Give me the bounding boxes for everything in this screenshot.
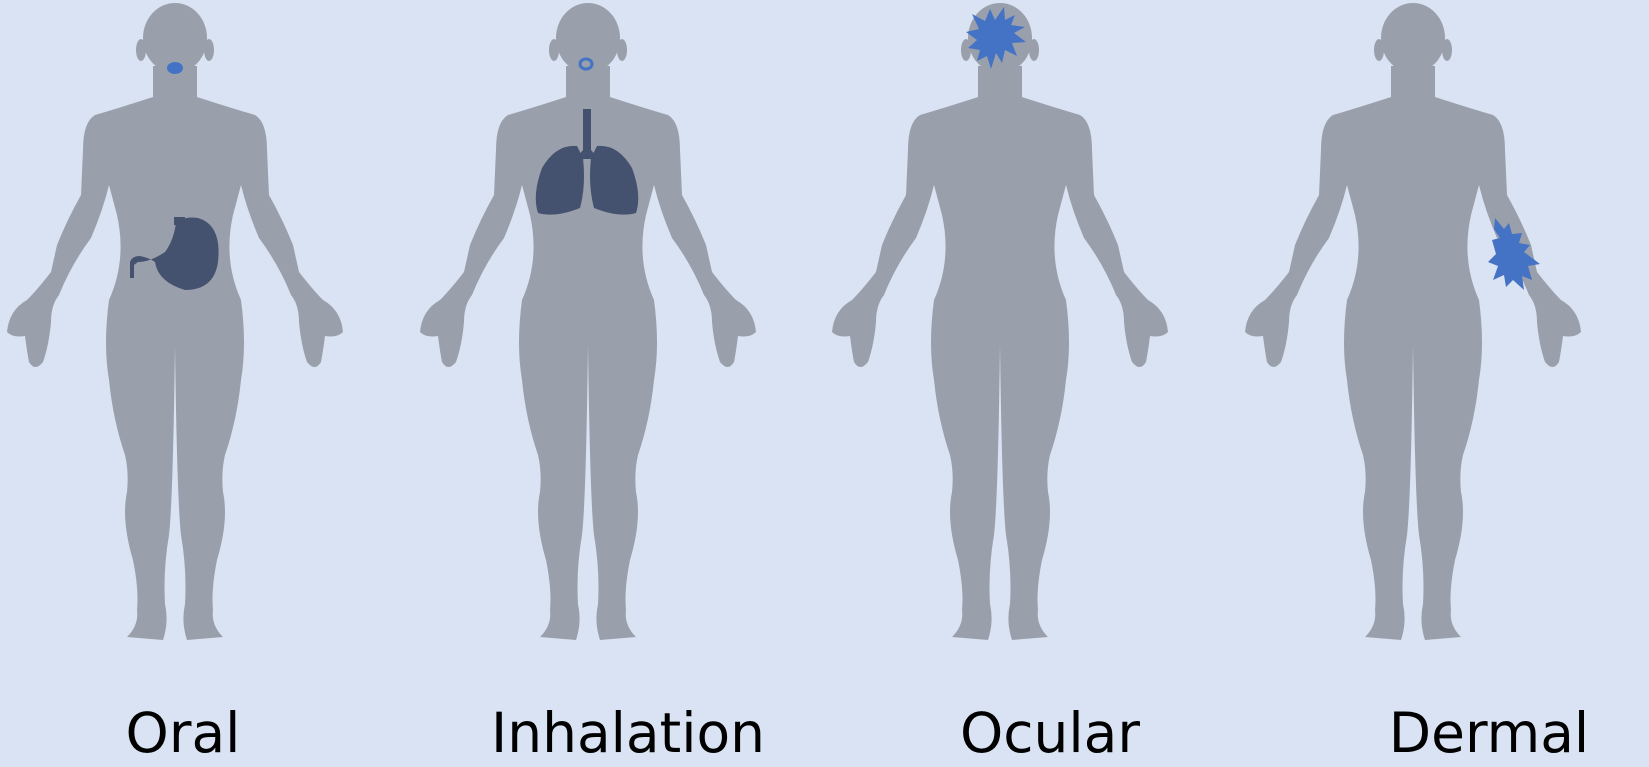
route-label-ocular: Ocular <box>900 703 1200 763</box>
route-label-dermal: Dermal <box>1339 703 1639 763</box>
mouth-dot-icon <box>167 62 183 74</box>
figure-ocular <box>832 3 1168 640</box>
body-silhouette <box>420 3 756 640</box>
figure-inhalation <box>420 3 756 640</box>
body-silhouette <box>832 3 1168 640</box>
figure-dermal <box>1245 3 1581 640</box>
route-label-inhalation: Inhalation <box>478 703 778 763</box>
route-label-oral: Oral <box>33 703 333 763</box>
body-silhouette <box>1245 3 1581 640</box>
figure-oral <box>7 3 343 640</box>
body-silhouette <box>7 3 343 640</box>
